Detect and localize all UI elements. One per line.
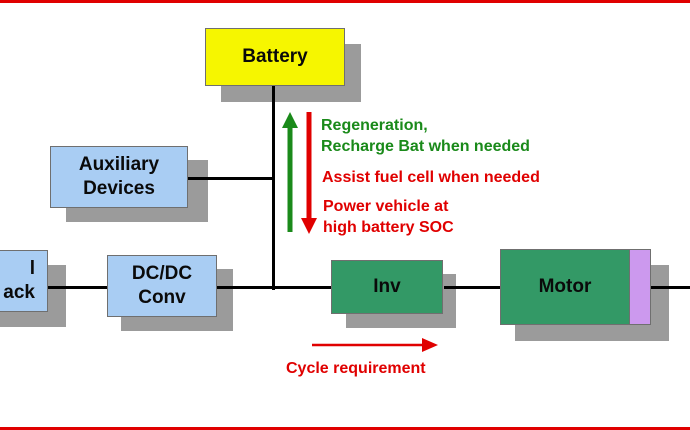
- dcdc-converter-box: DC/DC Conv: [107, 255, 217, 317]
- power-vehicle-note: Power vehicle at high battery SOC: [323, 198, 454, 236]
- bus-to-inverter-wire: [216, 286, 332, 289]
- auxiliary-devices-box: Auxiliary Devices: [50, 146, 188, 208]
- motor-shaft-strip: [629, 249, 651, 325]
- regeneration-arrowhead: [282, 112, 298, 128]
- discharge-arrowhead: [301, 218, 317, 234]
- motor-box: Motor: [500, 249, 630, 325]
- cycle-requirement-note: Cycle requirement: [286, 360, 426, 377]
- bus-vertical-wire: [272, 86, 275, 290]
- fuel-cell-stack-box: l ack: [0, 250, 48, 312]
- motor-output-wire: [651, 286, 690, 289]
- bottom-border: [0, 427, 690, 430]
- cycle-arrowhead: [422, 338, 438, 352]
- inverter-to-motor-wire: [444, 286, 501, 289]
- assist-note: Assist fuel cell when needed: [322, 169, 540, 186]
- battery-box: Battery: [205, 28, 345, 86]
- fuel-cell-wire: [48, 286, 108, 289]
- regeneration-note: Regeneration, Recharge Bat when needed: [321, 117, 530, 155]
- top-border: [0, 0, 690, 3]
- auxiliary-wire: [188, 177, 274, 180]
- inverter-box: Inv: [331, 260, 443, 314]
